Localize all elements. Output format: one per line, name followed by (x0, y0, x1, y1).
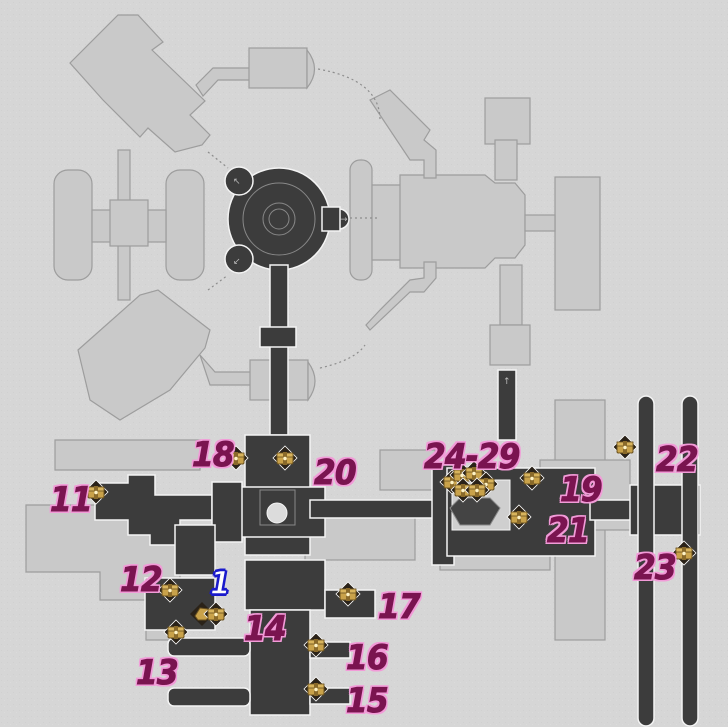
treasure-chest-icon[interactable] (612, 434, 638, 460)
inactive-rooms (25, 14, 631, 641)
treasure-chest-icon[interactable] (671, 540, 697, 566)
chest-number-label: 16 (346, 638, 390, 678)
chest-number-label: 13 (136, 653, 180, 693)
svg-text:↖: ↖ (233, 177, 241, 187)
treasure-chest-icon[interactable] (335, 581, 361, 607)
directional-arrows: ↖ ↙ → ↑ (233, 177, 511, 387)
treasure-chest-icon[interactable] (203, 601, 229, 627)
plaza (449, 479, 511, 531)
chest-number-label: 15 (346, 681, 390, 721)
chest-number-label: 17 (378, 587, 422, 627)
chest-number-label: 22 (656, 440, 700, 480)
svg-text:↑: ↑ (503, 377, 511, 387)
chest-number-label: 14 (244, 609, 288, 649)
chest-number-label: 23 (634, 548, 678, 588)
treasure-chest-icon[interactable] (223, 445, 249, 471)
svg-text:↙: ↙ (233, 257, 241, 267)
chest-number-label: 24-29 (424, 437, 521, 477)
treasure-chest-icon[interactable] (157, 577, 183, 603)
start-marker-label[interactable]: 1 (209, 564, 231, 602)
treasure-chest-icon[interactable] (303, 676, 329, 702)
chest-number-label: 19 (560, 470, 604, 510)
chest-number-label: 20 (314, 453, 358, 493)
chest-number-label: 18 (192, 435, 236, 475)
fountain (259, 489, 296, 526)
active-area (94, 166, 701, 727)
treasure-chest-icon[interactable] (83, 479, 109, 505)
treasure-chest-icon[interactable] (464, 477, 490, 503)
dotted-path (207, 68, 381, 369)
treasure-chest-icon[interactable] (272, 445, 298, 471)
treasure-chest-icon[interactable] (506, 504, 532, 530)
treasure-chest-icon[interactable] (519, 465, 545, 491)
svg-text:→: → (340, 215, 348, 225)
treasure-chest-icon[interactable] (163, 619, 189, 645)
chest-number-label: 11 (50, 480, 94, 520)
chest-number-label: 21 (547, 511, 591, 551)
chest-number-label: 12 (120, 560, 164, 600)
treasure-chest-icon[interactable] (303, 632, 329, 658)
rotunda-detail (242, 182, 316, 256)
